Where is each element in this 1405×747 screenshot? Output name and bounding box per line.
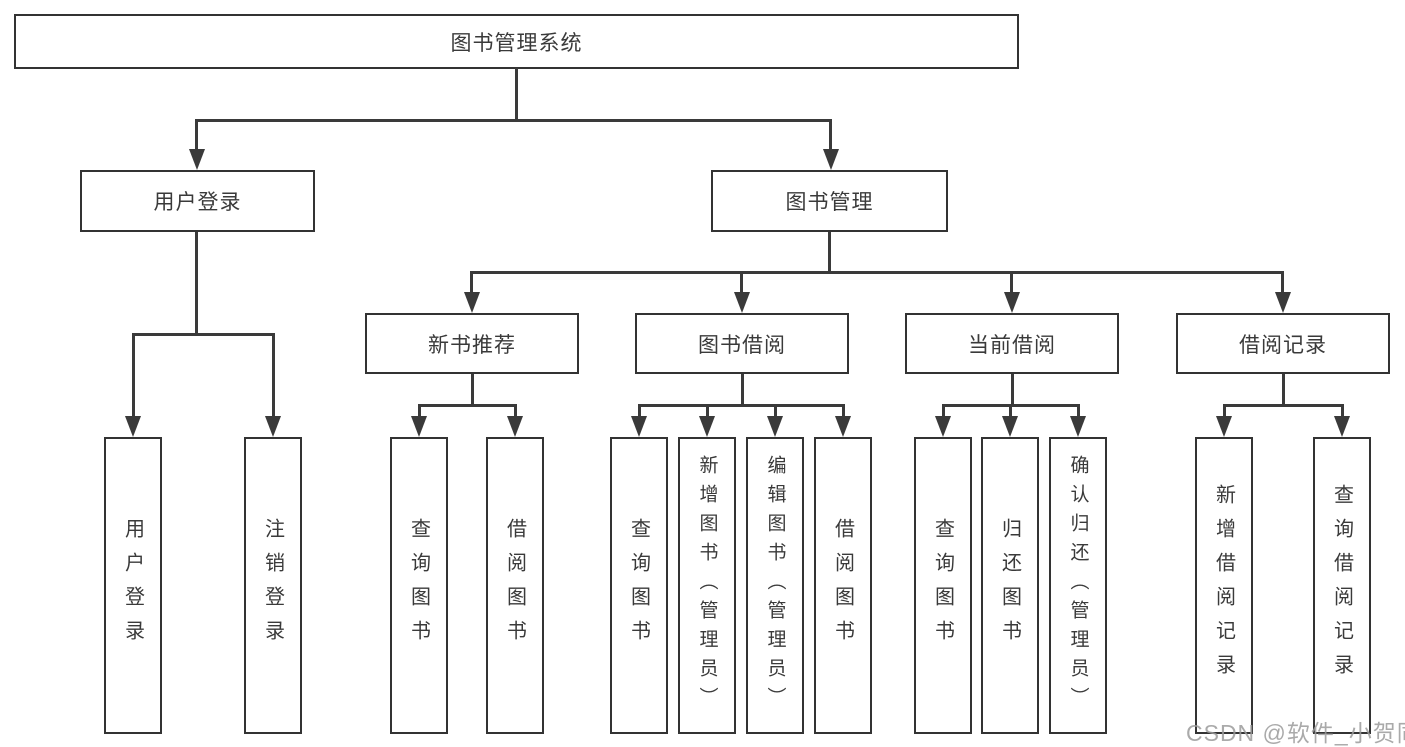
leaf-query-books: 查询图书 [610,437,668,734]
leaf-label: 查询图书 [627,517,650,654]
connector-line [417,404,517,407]
node-label: 借阅记录 [1239,333,1327,357]
leaf-label: 用户登录 [121,517,144,654]
connector-line [514,68,518,120]
leaf-label: 借阅图书 [831,517,854,654]
leaf-query-borrow-record: 查询借阅记录 [1313,437,1371,734]
leaf-logout: 注销登录 [244,437,302,734]
arrow-down-icon [631,416,647,437]
connector-line [131,333,274,336]
leaf-borrow-books: 借阅图书 [814,437,872,734]
leaf-add-borrow-record: 新增借阅记录 [1195,437,1253,734]
arrow-down-icon [1274,292,1291,313]
connector-line [1281,374,1285,407]
connector-line [841,404,845,417]
connector-line [1281,271,1284,295]
connector-line [470,271,473,295]
connector-line [417,404,421,417]
leaf-label: 编辑图书（管理员） [764,455,786,716]
arrow-down-icon [507,416,523,437]
node-label: 图书管理系统 [450,31,583,55]
leaf-label: 确认归还（管理员） [1067,455,1089,716]
connector-line [470,374,474,407]
leaf-label: 新增图书（管理员） [696,455,718,716]
leaf-query-books: 查询图书 [914,437,972,734]
node-label: 用户登录 [153,191,242,214]
node-book-management: 图书管理 [711,170,948,232]
connector-line [470,271,1284,274]
connector-line [1222,404,1344,407]
leaf-label: 查询图书 [407,517,430,654]
leaf-edit-book-admin: 编辑图书（管理员） [746,437,804,734]
leaf-user-login: 用户登录 [104,437,162,734]
leaf-label: 新增借阅记录 [1212,483,1235,688]
connector-line [773,404,777,417]
leaf-label: 查询图书 [931,517,954,654]
connector-line [740,271,743,295]
connector-line [1340,404,1344,417]
arrow-down-icon [463,292,480,313]
node-label: 图书借阅 [698,333,786,357]
node-current-borrowing: 当前借阅 [905,313,1119,374]
node-label: 图书管理 [785,191,874,214]
leaf-query-books: 查询图书 [390,437,448,734]
leaf-borrow-books: 借阅图书 [486,437,544,734]
leaf-confirm-return-admin: 确认归还（管理员） [1049,437,1107,734]
node-label: 当前借阅 [968,333,1056,357]
arrow-down-icon [411,416,427,437]
leaf-add-book-admin: 新增图书（管理员） [678,437,736,734]
arrow-down-icon [1216,416,1232,437]
connector-line [637,404,845,407]
leaf-label: 查询借阅记录 [1330,483,1353,688]
node-book-borrowing: 图书借阅 [635,313,849,374]
leaf-label: 借阅图书 [503,517,526,654]
connector-line [1076,404,1080,417]
arrow-down-icon [1003,292,1020,313]
connector-line [1010,374,1014,407]
connector-line [513,404,517,417]
arrow-down-icon [188,149,205,170]
connector-line [195,232,198,336]
connector-line [941,404,945,417]
leaf-return-book: 归还图书 [981,437,1039,734]
connector-line [195,119,832,122]
arrow-down-icon [1070,416,1086,437]
connector-line [829,119,832,150]
connector-line [1008,404,1012,417]
node-library-management-system: 图书管理系统 [14,14,1019,69]
connector-line [195,119,198,150]
arrow-down-icon [265,416,281,437]
arrow-down-icon [699,416,715,437]
node-label: 新书推荐 [428,333,516,357]
arrow-down-icon [767,416,783,437]
connector-line [637,404,641,417]
leaf-label: 归还图书 [998,517,1021,654]
arrow-down-icon [1334,416,1350,437]
node-new-book-recommendation: 新书推荐 [365,313,579,374]
arrow-down-icon [733,292,750,313]
connector-line [740,374,744,407]
node-user-login: 用户登录 [80,170,315,232]
connector-line [828,232,831,274]
connector-line [705,404,709,417]
connector-line [271,333,275,417]
connector-line [1010,271,1013,295]
leaf-label: 注销登录 [261,517,284,654]
node-borrowing-records: 借阅记录 [1176,313,1390,374]
arrow-down-icon [822,149,839,170]
arrow-down-icon [1002,416,1018,437]
arrow-down-icon [125,416,141,437]
watermark: CSDN @软件_小贺同学 [1186,720,1405,746]
arrow-down-icon [835,416,851,437]
connector-line [131,333,135,417]
connector-line [1222,404,1226,417]
arrow-down-icon [935,416,951,437]
